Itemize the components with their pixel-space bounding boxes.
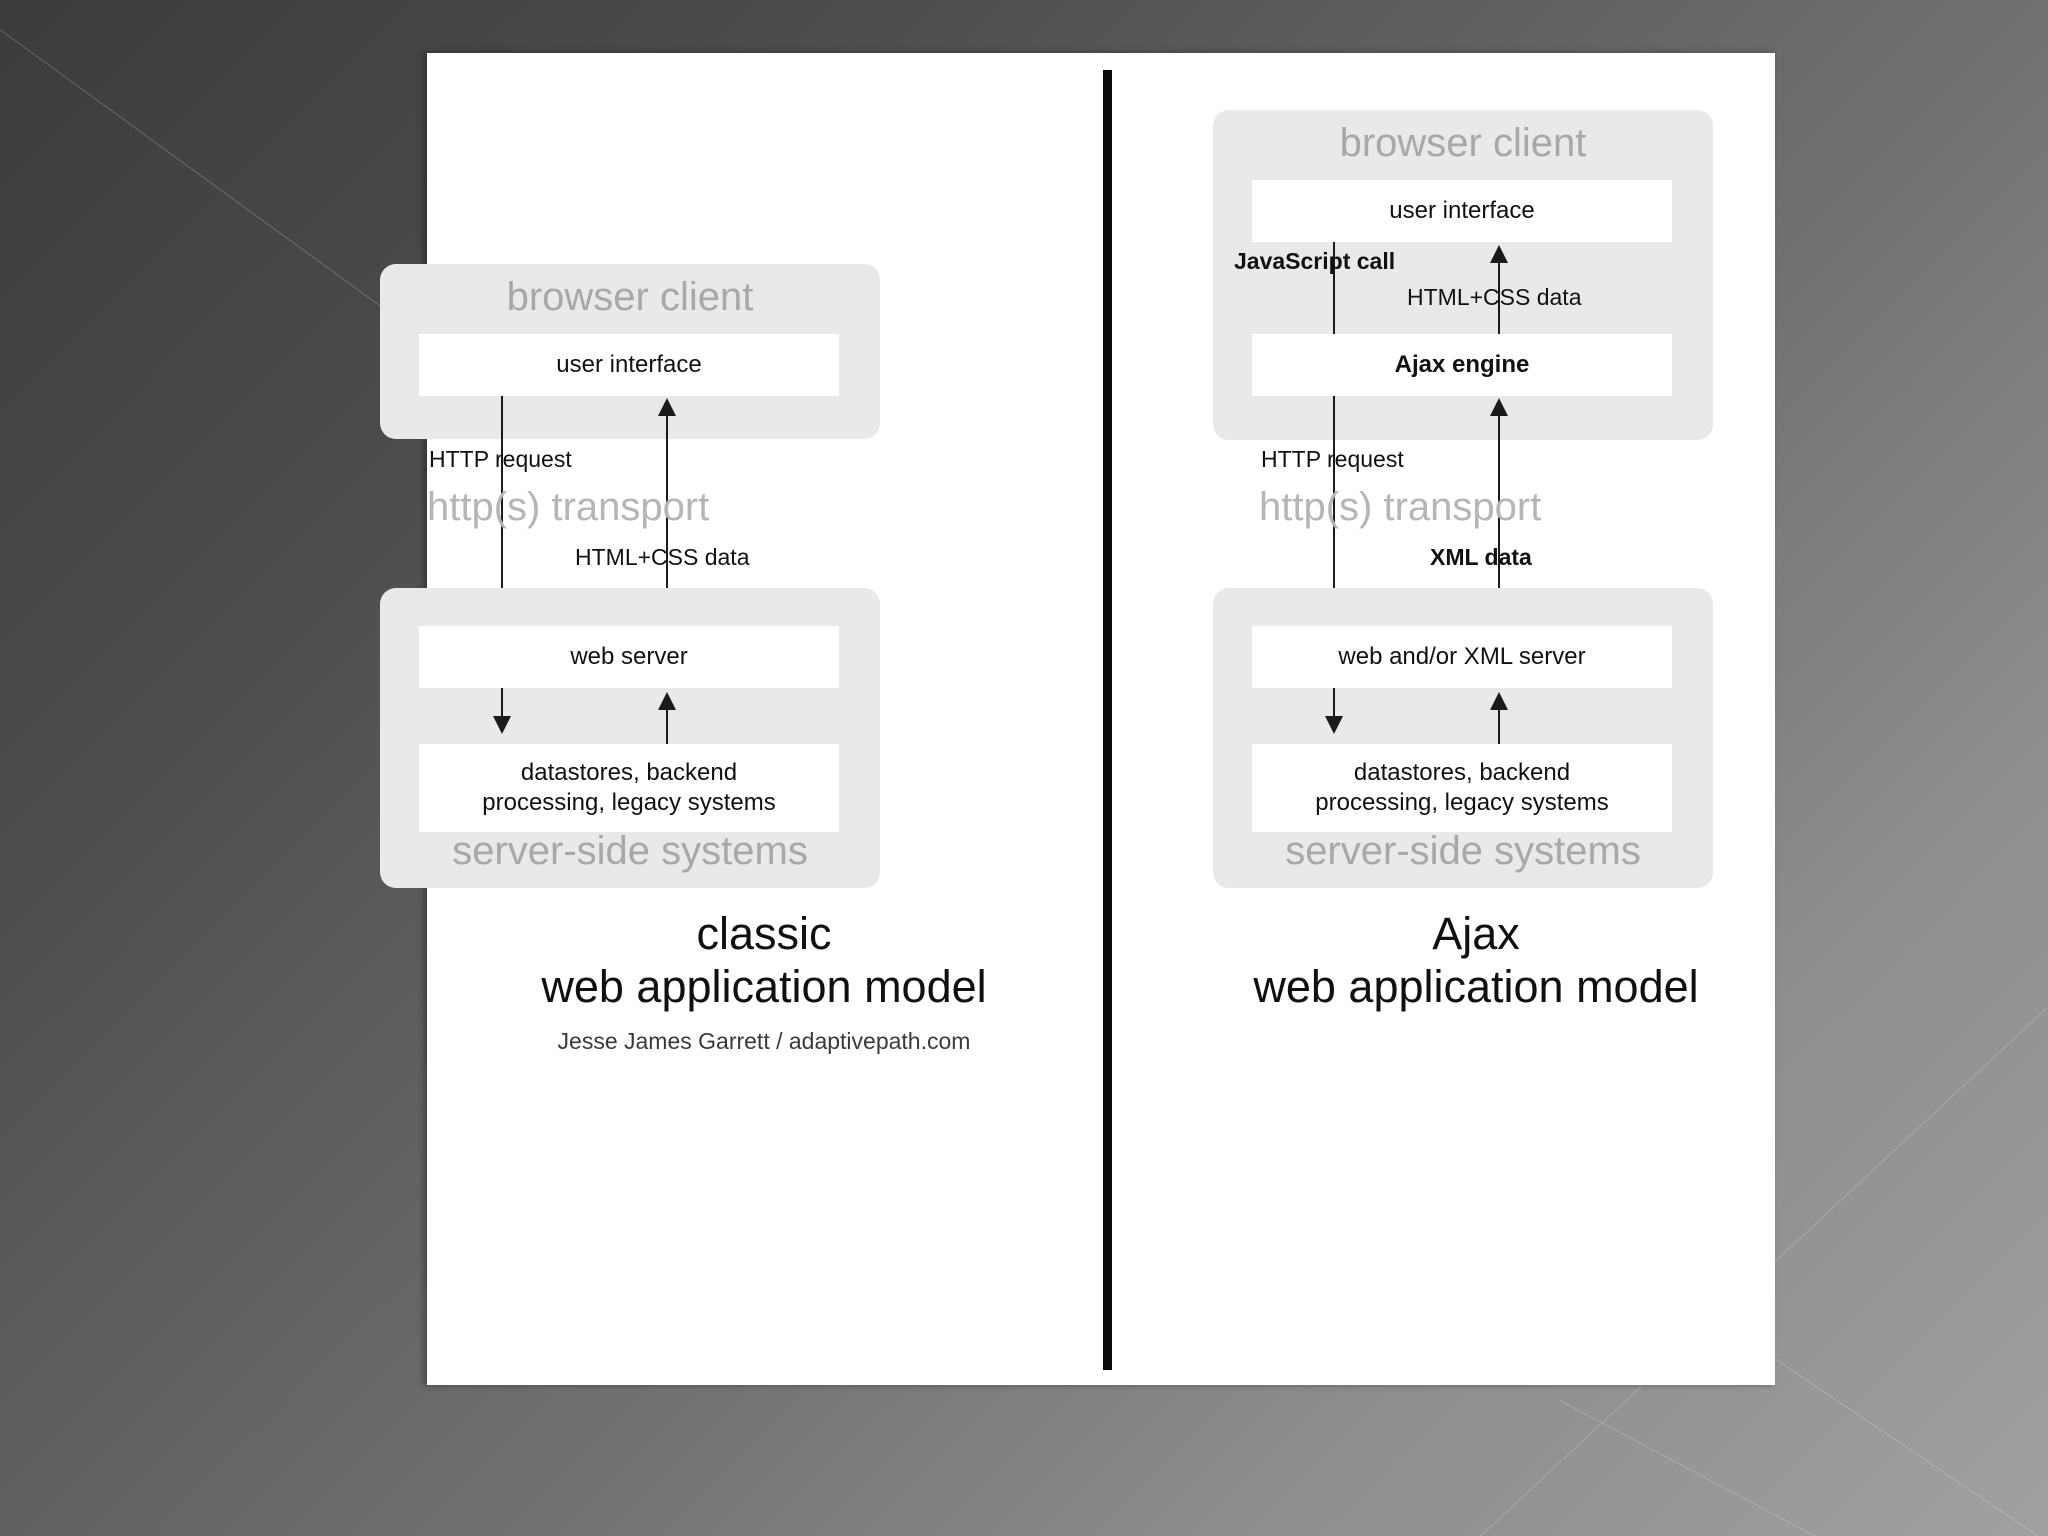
ajax-js-call-arrow-line bbox=[1333, 242, 1335, 347]
backdrop-diagonal-4 bbox=[1559, 1400, 2048, 1536]
ajax-xml-arrow-line bbox=[1498, 413, 1500, 675]
ajax-backend-up-arrow-head bbox=[1490, 692, 1508, 710]
ajax-backend-down-arrow-head bbox=[1325, 716, 1343, 734]
slide-card: browser client user interface HTTP reque… bbox=[380, 53, 1775, 1385]
classic-model-column: browser client user interface HTTP reque… bbox=[380, 53, 1101, 1385]
ajax-user-interface-box: user interface bbox=[1252, 180, 1672, 242]
ajax-datastores-line-2: processing, legacy systems bbox=[1315, 789, 1609, 816]
classic-user-interface-box: user interface bbox=[419, 334, 839, 396]
ajax-datastores-box: datastores, backend processing, legacy s… bbox=[1252, 744, 1672, 832]
ajax-htmlcss-data-label: HTML+CSS data bbox=[1407, 284, 1582, 310]
classic-response-arrow-head bbox=[658, 398, 676, 416]
classic-datastores-line-1: datastores, backend bbox=[520, 759, 738, 786]
classic-backend-up-arrow-line bbox=[666, 706, 668, 746]
ajax-web-server-box: web and/or XML server bbox=[1252, 626, 1672, 688]
ajax-backend-up-arrow-line bbox=[1498, 706, 1500, 746]
classic-backend-up-arrow-head bbox=[658, 692, 676, 710]
classic-http-request-label: HTTP request bbox=[429, 446, 572, 472]
ajax-javascript-call-label: JavaScript call bbox=[1234, 248, 1396, 274]
classic-caption-line-2: web application model bbox=[541, 961, 987, 1012]
ajax-browser-client-title: browser client bbox=[1339, 121, 1587, 165]
ajax-caption-line-2: web application model bbox=[1253, 961, 1699, 1012]
ajax-http-request-label: HTTP request bbox=[1261, 446, 1404, 472]
classic-backend-down-arrow-line bbox=[501, 688, 503, 728]
classic-response-data-label: HTML+CSS data bbox=[575, 544, 750, 570]
ajax-engine-box: Ajax engine bbox=[1252, 334, 1672, 396]
classic-datastores-box: datastores, backend processing, legacy s… bbox=[419, 744, 839, 832]
ajax-transport-label: http(s) transport bbox=[1259, 485, 1542, 529]
classic-web-server-box: web server bbox=[419, 626, 839, 688]
classic-request-arrow-line bbox=[501, 396, 503, 658]
ajax-htmlcss-arrow-line bbox=[1498, 260, 1500, 365]
ajax-htmlcss-arrow-head bbox=[1490, 245, 1508, 263]
ajax-model-column: browser client user interface JavaScript… bbox=[1101, 53, 1775, 1385]
model-divider bbox=[1103, 70, 1112, 1370]
classic-datastores-line-2: processing, legacy systems bbox=[482, 789, 776, 816]
ajax-xml-arrow-head bbox=[1490, 398, 1508, 416]
ajax-caption-line-1: Ajax bbox=[1432, 908, 1520, 959]
classic-backend-down-arrow-head bbox=[493, 716, 511, 734]
classic-response-arrow-line bbox=[666, 413, 668, 675]
classic-credit: Jesse James Garrett / adaptivepath.com bbox=[557, 1028, 971, 1054]
ajax-server-side-title: server-side systems bbox=[1285, 829, 1641, 873]
ajax-xml-data-label: XML data bbox=[1430, 544, 1532, 570]
classic-transport-label: http(s) transport bbox=[427, 485, 710, 529]
ajax-backend-down-arrow-line bbox=[1333, 688, 1335, 728]
ajax-request-arrow-line bbox=[1333, 396, 1335, 658]
classic-server-side-title: server-side systems bbox=[452, 829, 808, 873]
classic-browser-client-title: browser client bbox=[506, 275, 754, 319]
classic-caption-line-1: classic bbox=[696, 908, 832, 959]
ajax-datastores-line-1: datastores, backend bbox=[1353, 759, 1571, 786]
